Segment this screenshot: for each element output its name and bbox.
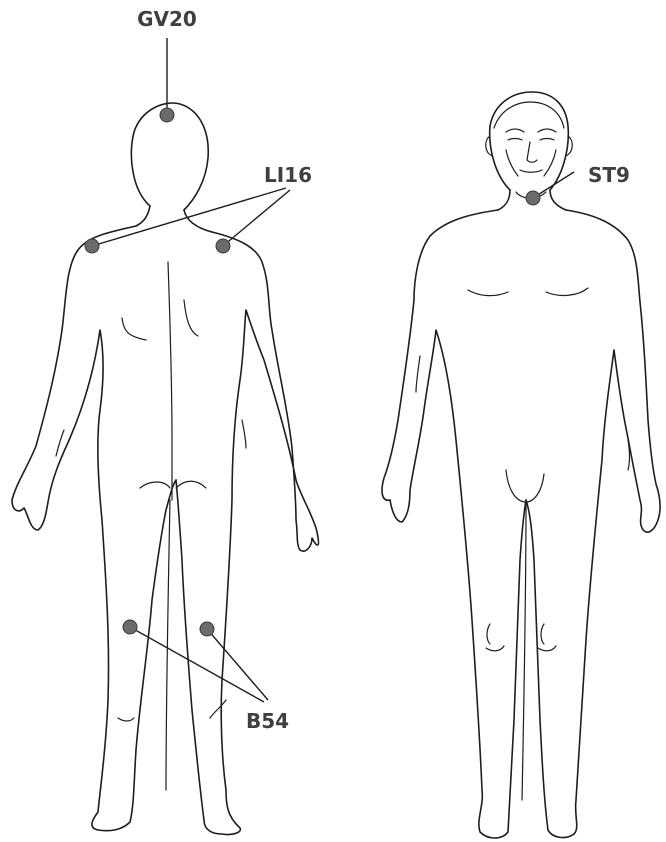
back-arm-crease-right	[242, 420, 246, 448]
front-brow-right	[538, 129, 556, 132]
acupoint-markers	[85, 108, 540, 636]
front-chest-right	[546, 288, 588, 295]
back-buttock-right	[176, 481, 206, 488]
front-chest-left	[468, 290, 508, 296]
front-view-figure	[382, 92, 660, 838]
st9-point	[526, 191, 540, 205]
front-leg-divider	[522, 502, 526, 800]
b54-label: B54	[246, 709, 289, 733]
back-scapula-right	[184, 300, 198, 336]
back-scapula-left	[122, 318, 146, 340]
front-shin-right	[538, 646, 556, 651]
b54-leader-right	[207, 629, 268, 700]
front-brow-left	[506, 129, 524, 132]
gv20-label: GV20	[137, 7, 197, 31]
front-hairline	[494, 102, 564, 128]
li16-label: LI16	[264, 163, 312, 187]
b54-leader-left	[130, 627, 264, 702]
front-neck-left	[498, 190, 510, 210]
back-calf-right	[210, 700, 226, 718]
front-knee-right	[541, 624, 544, 644]
back-arm-crease-left	[56, 430, 64, 456]
st9-label: ST9	[588, 163, 630, 187]
back-buttock-left	[140, 482, 170, 488]
front-eye-left	[508, 139, 522, 141]
front-right-silhouette	[526, 210, 660, 837]
back-left-silhouette	[12, 226, 176, 831]
front-groin	[506, 470, 544, 502]
li16-leader-right	[223, 190, 290, 246]
front-neck-right	[550, 190, 566, 210]
b54-point-right	[200, 622, 214, 636]
front-knee-left	[487, 624, 490, 644]
back-right-silhouette	[176, 232, 319, 835]
front-left-silhouette	[382, 210, 526, 838]
front-nose	[527, 142, 537, 162]
front-arm-crease-left	[416, 356, 420, 392]
back-spine-line	[168, 262, 172, 500]
back-neck-left	[136, 206, 150, 226]
gv20-point	[160, 108, 174, 122]
front-mouth	[520, 170, 542, 172]
li16-point-right	[216, 239, 230, 253]
front-eye-right	[540, 139, 554, 141]
front-cheek-right	[544, 150, 556, 176]
front-cheek-left	[506, 150, 518, 176]
front-shin-left	[486, 646, 504, 651]
back-leg-divider	[166, 500, 170, 790]
b54-point-left	[123, 620, 137, 634]
front-head-outline	[490, 92, 569, 190]
li16-point-left	[85, 239, 99, 253]
leader-lines	[92, 38, 574, 702]
back-neck-right	[184, 210, 212, 232]
back-calf-left	[118, 718, 134, 721]
